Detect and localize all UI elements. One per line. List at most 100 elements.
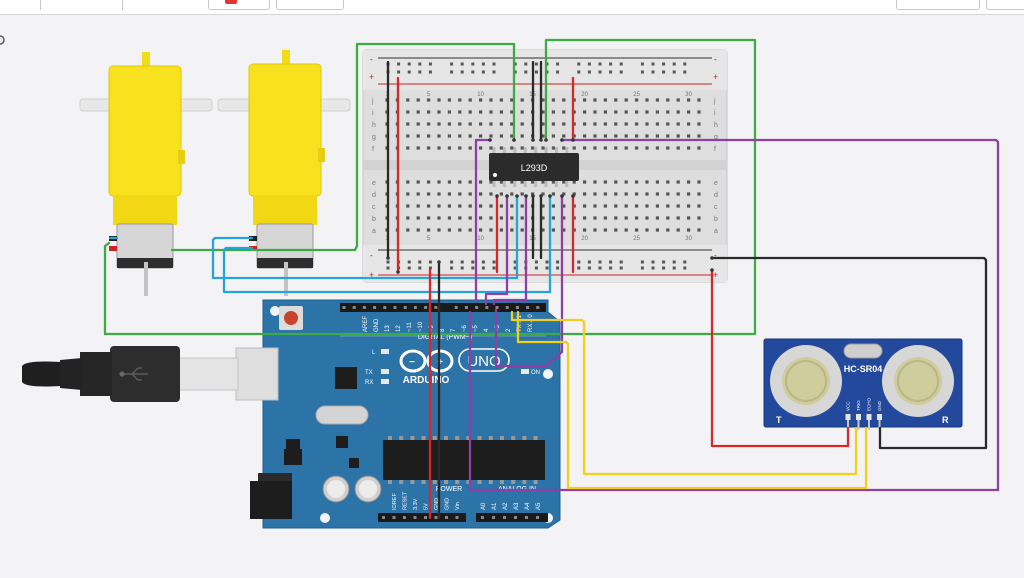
breadboard-hole[interactable] — [551, 110, 555, 114]
breadboard-hole[interactable] — [562, 146, 566, 150]
breadboard-hole[interactable] — [541, 180, 545, 184]
breadboard-hole[interactable] — [458, 122, 462, 126]
toolbar-button-code[interactable] — [896, 0, 980, 10]
header-pin[interactable] — [536, 516, 539, 519]
breadboard-hole[interactable] — [520, 204, 524, 208]
breadboard-hole[interactable] — [655, 216, 659, 220]
rail-hole[interactable] — [450, 70, 454, 74]
breadboard-hole[interactable] — [635, 228, 639, 232]
breadboard-hole[interactable] — [687, 134, 691, 138]
rail-hole[interactable] — [651, 70, 655, 74]
breadboard-hole[interactable] — [666, 110, 670, 114]
breadboard-hole[interactable] — [614, 204, 618, 208]
breadboard-hole[interactable] — [416, 146, 420, 150]
rail-hole[interactable] — [598, 70, 602, 74]
breadboard-hole[interactable] — [541, 192, 545, 196]
breadboard-hole[interactable] — [572, 134, 576, 138]
breadboard-hole[interactable] — [603, 134, 607, 138]
header-pin[interactable] — [413, 516, 417, 519]
breadboard-hole[interactable] — [437, 192, 441, 196]
breadboard-hole[interactable] — [572, 228, 576, 232]
breadboard-hole[interactable] — [645, 180, 649, 184]
breadboard-hole[interactable] — [499, 216, 503, 220]
breadboard-hole[interactable] — [416, 180, 420, 184]
pan-handle-icon[interactable] — [0, 35, 5, 45]
breadboard-hole[interactable] — [603, 146, 607, 150]
wire-red-sensor-vcc[interactable] — [710, 268, 850, 448]
breadboard-hole[interactable] — [551, 216, 555, 220]
header-pin[interactable] — [525, 516, 528, 519]
breadboard-hole[interactable] — [541, 122, 545, 126]
breadboard-hole[interactable] — [697, 110, 701, 114]
breadboard-hole[interactable] — [697, 204, 701, 208]
breadboard-hole[interactable] — [489, 204, 493, 208]
breadboard-hole[interactable] — [666, 204, 670, 208]
breadboard-hole[interactable] — [489, 192, 493, 196]
breadboard-hole[interactable] — [489, 228, 493, 232]
sensor-pin[interactable] — [856, 414, 861, 420]
header-pin[interactable] — [393, 306, 397, 309]
breadboard-hole[interactable] — [510, 134, 514, 138]
rail-hole[interactable] — [545, 266, 549, 270]
rail-hole[interactable] — [407, 266, 411, 270]
header-pin[interactable] — [403, 516, 406, 519]
breadboard-hole[interactable] — [603, 180, 607, 184]
breadboard-hole[interactable] — [635, 192, 639, 196]
breadboard-hole[interactable] — [510, 192, 514, 196]
header-pin[interactable] — [445, 516, 448, 519]
rail-hole[interactable] — [672, 70, 676, 74]
rail-hole[interactable] — [428, 70, 432, 74]
breadboard-hole[interactable] — [510, 216, 514, 220]
breadboard-hole[interactable] — [458, 228, 462, 232]
breadboard-hole[interactable] — [624, 228, 628, 232]
breadboard-hole[interactable] — [687, 180, 691, 184]
breadboard-hole[interactable] — [603, 122, 607, 126]
breadboard-hole[interactable] — [479, 110, 483, 114]
rail-hole[interactable] — [640, 62, 644, 66]
rail-hole[interactable] — [460, 260, 464, 264]
breadboard-hole[interactable] — [562, 192, 566, 196]
wire-endpoint[interactable] — [505, 194, 509, 198]
breadboard-hole[interactable] — [645, 98, 649, 102]
reset-button[interactable] — [284, 311, 298, 325]
breadboard-hole[interactable] — [489, 134, 493, 138]
toolbar-button-notes[interactable] — [276, 0, 344, 10]
breadboard-hole[interactable] — [562, 180, 566, 184]
breadboard-hole[interactable] — [479, 98, 483, 102]
breadboard-hole[interactable] — [541, 146, 545, 150]
breadboard-hole[interactable] — [520, 192, 524, 196]
rail-hole[interactable] — [513, 266, 517, 270]
wire-endpoint[interactable] — [544, 138, 548, 142]
breadboard-hole[interactable] — [541, 98, 545, 102]
header-pin[interactable] — [382, 516, 385, 519]
breadboard-hole[interactable] — [510, 204, 514, 208]
rail-hole[interactable] — [524, 62, 528, 66]
breadboard-hole[interactable] — [562, 228, 566, 232]
rail-hole[interactable] — [513, 260, 517, 264]
breadboard-hole[interactable] — [645, 204, 649, 208]
breadboard-hole[interactable] — [614, 98, 618, 102]
breadboard-hole[interactable] — [531, 180, 535, 184]
header-pin[interactable] — [362, 306, 366, 309]
breadboard-hole[interactable] — [468, 134, 472, 138]
breadboard-hole[interactable] — [458, 192, 462, 196]
breadboard-hole[interactable] — [697, 98, 701, 102]
breadboard-hole[interactable] — [427, 192, 431, 196]
wire-yellow-trig[interactable] — [510, 310, 858, 476]
breadboard-hole[interactable] — [614, 216, 618, 220]
wire-endpoint[interactable] — [571, 138, 575, 142]
breadboard-hole[interactable] — [531, 146, 535, 150]
breadboard-hole[interactable] — [437, 228, 441, 232]
breadboard-hole[interactable] — [655, 98, 659, 102]
breadboard-hole[interactable] — [437, 216, 441, 220]
l293d-chip[interactable]: L293D — [489, 147, 579, 187]
rail-hole[interactable] — [672, 266, 676, 270]
breadboard-hole[interactable] — [458, 110, 462, 114]
breadboard-hole[interactable] — [635, 134, 639, 138]
rail-hole[interactable] — [619, 62, 623, 66]
breadboard-hole[interactable] — [499, 98, 503, 102]
header-pin[interactable] — [485, 306, 489, 309]
breadboard-hole[interactable] — [593, 110, 597, 114]
toolbar-button-rotate[interactable] — [128, 0, 198, 9]
rail-hole[interactable] — [556, 260, 560, 264]
